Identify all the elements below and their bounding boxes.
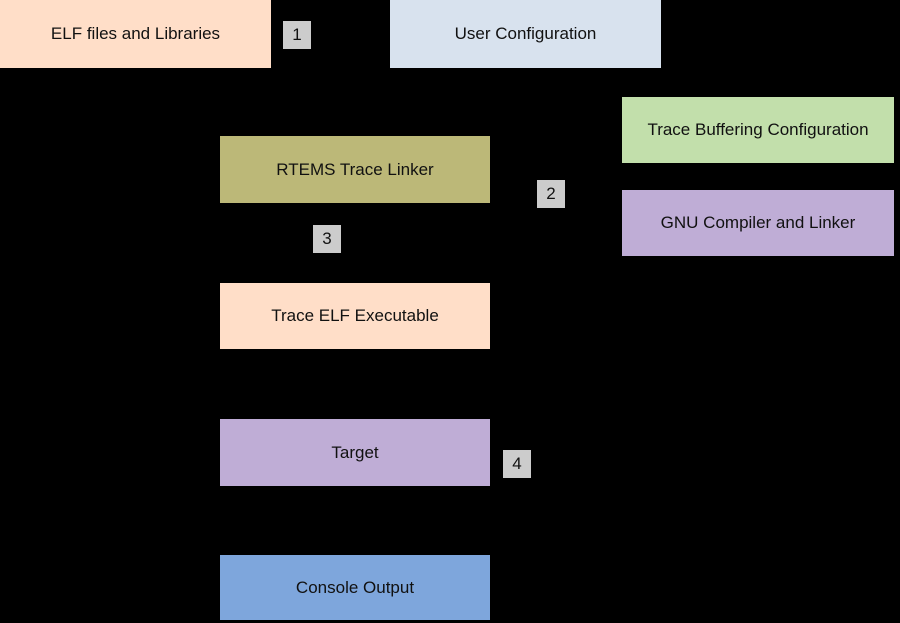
- node-label-console-output: Console Output: [295, 577, 415, 597]
- node-label-trace-elf-executable: Trace ELF Executable: [271, 306, 439, 325]
- step-badge-3: 3: [313, 225, 341, 253]
- node-label-target: Target: [331, 442, 379, 462]
- node-label-elf-files-and-libraries: ELF files and Libraries: [50, 24, 221, 43]
- step-badge-4: 4: [503, 450, 531, 478]
- node-target: Target: [220, 419, 490, 486]
- node-elf-files-and-libraries: ELF files and Libraries: [0, 0, 271, 68]
- node-label-gnu-compiler-and-linker: GNU Compiler and Linker: [660, 213, 856, 232]
- node-console-output: Console Output: [220, 555, 490, 620]
- node-label-rtems-trace-linker: RTEMS Trace Linker: [276, 159, 434, 179]
- node-label-user-configuration: User Configuration: [454, 24, 597, 43]
- node-label-trace-buffering-configuration: Trace Buffering Configuration: [647, 120, 869, 139]
- node-trace-buffering-configuration: Trace Buffering Configuration: [622, 97, 894, 163]
- node-gnu-compiler-and-linker: GNU Compiler and Linker: [622, 190, 894, 256]
- step-badge-1: 1: [283, 21, 311, 49]
- node-user-configuration: User Configuration: [390, 0, 661, 68]
- step-badge-2: 2: [537, 180, 565, 208]
- node-trace-elf-executable: Trace ELF Executable: [220, 283, 490, 349]
- node-rtems-trace-linker: RTEMS Trace Linker: [220, 136, 490, 203]
